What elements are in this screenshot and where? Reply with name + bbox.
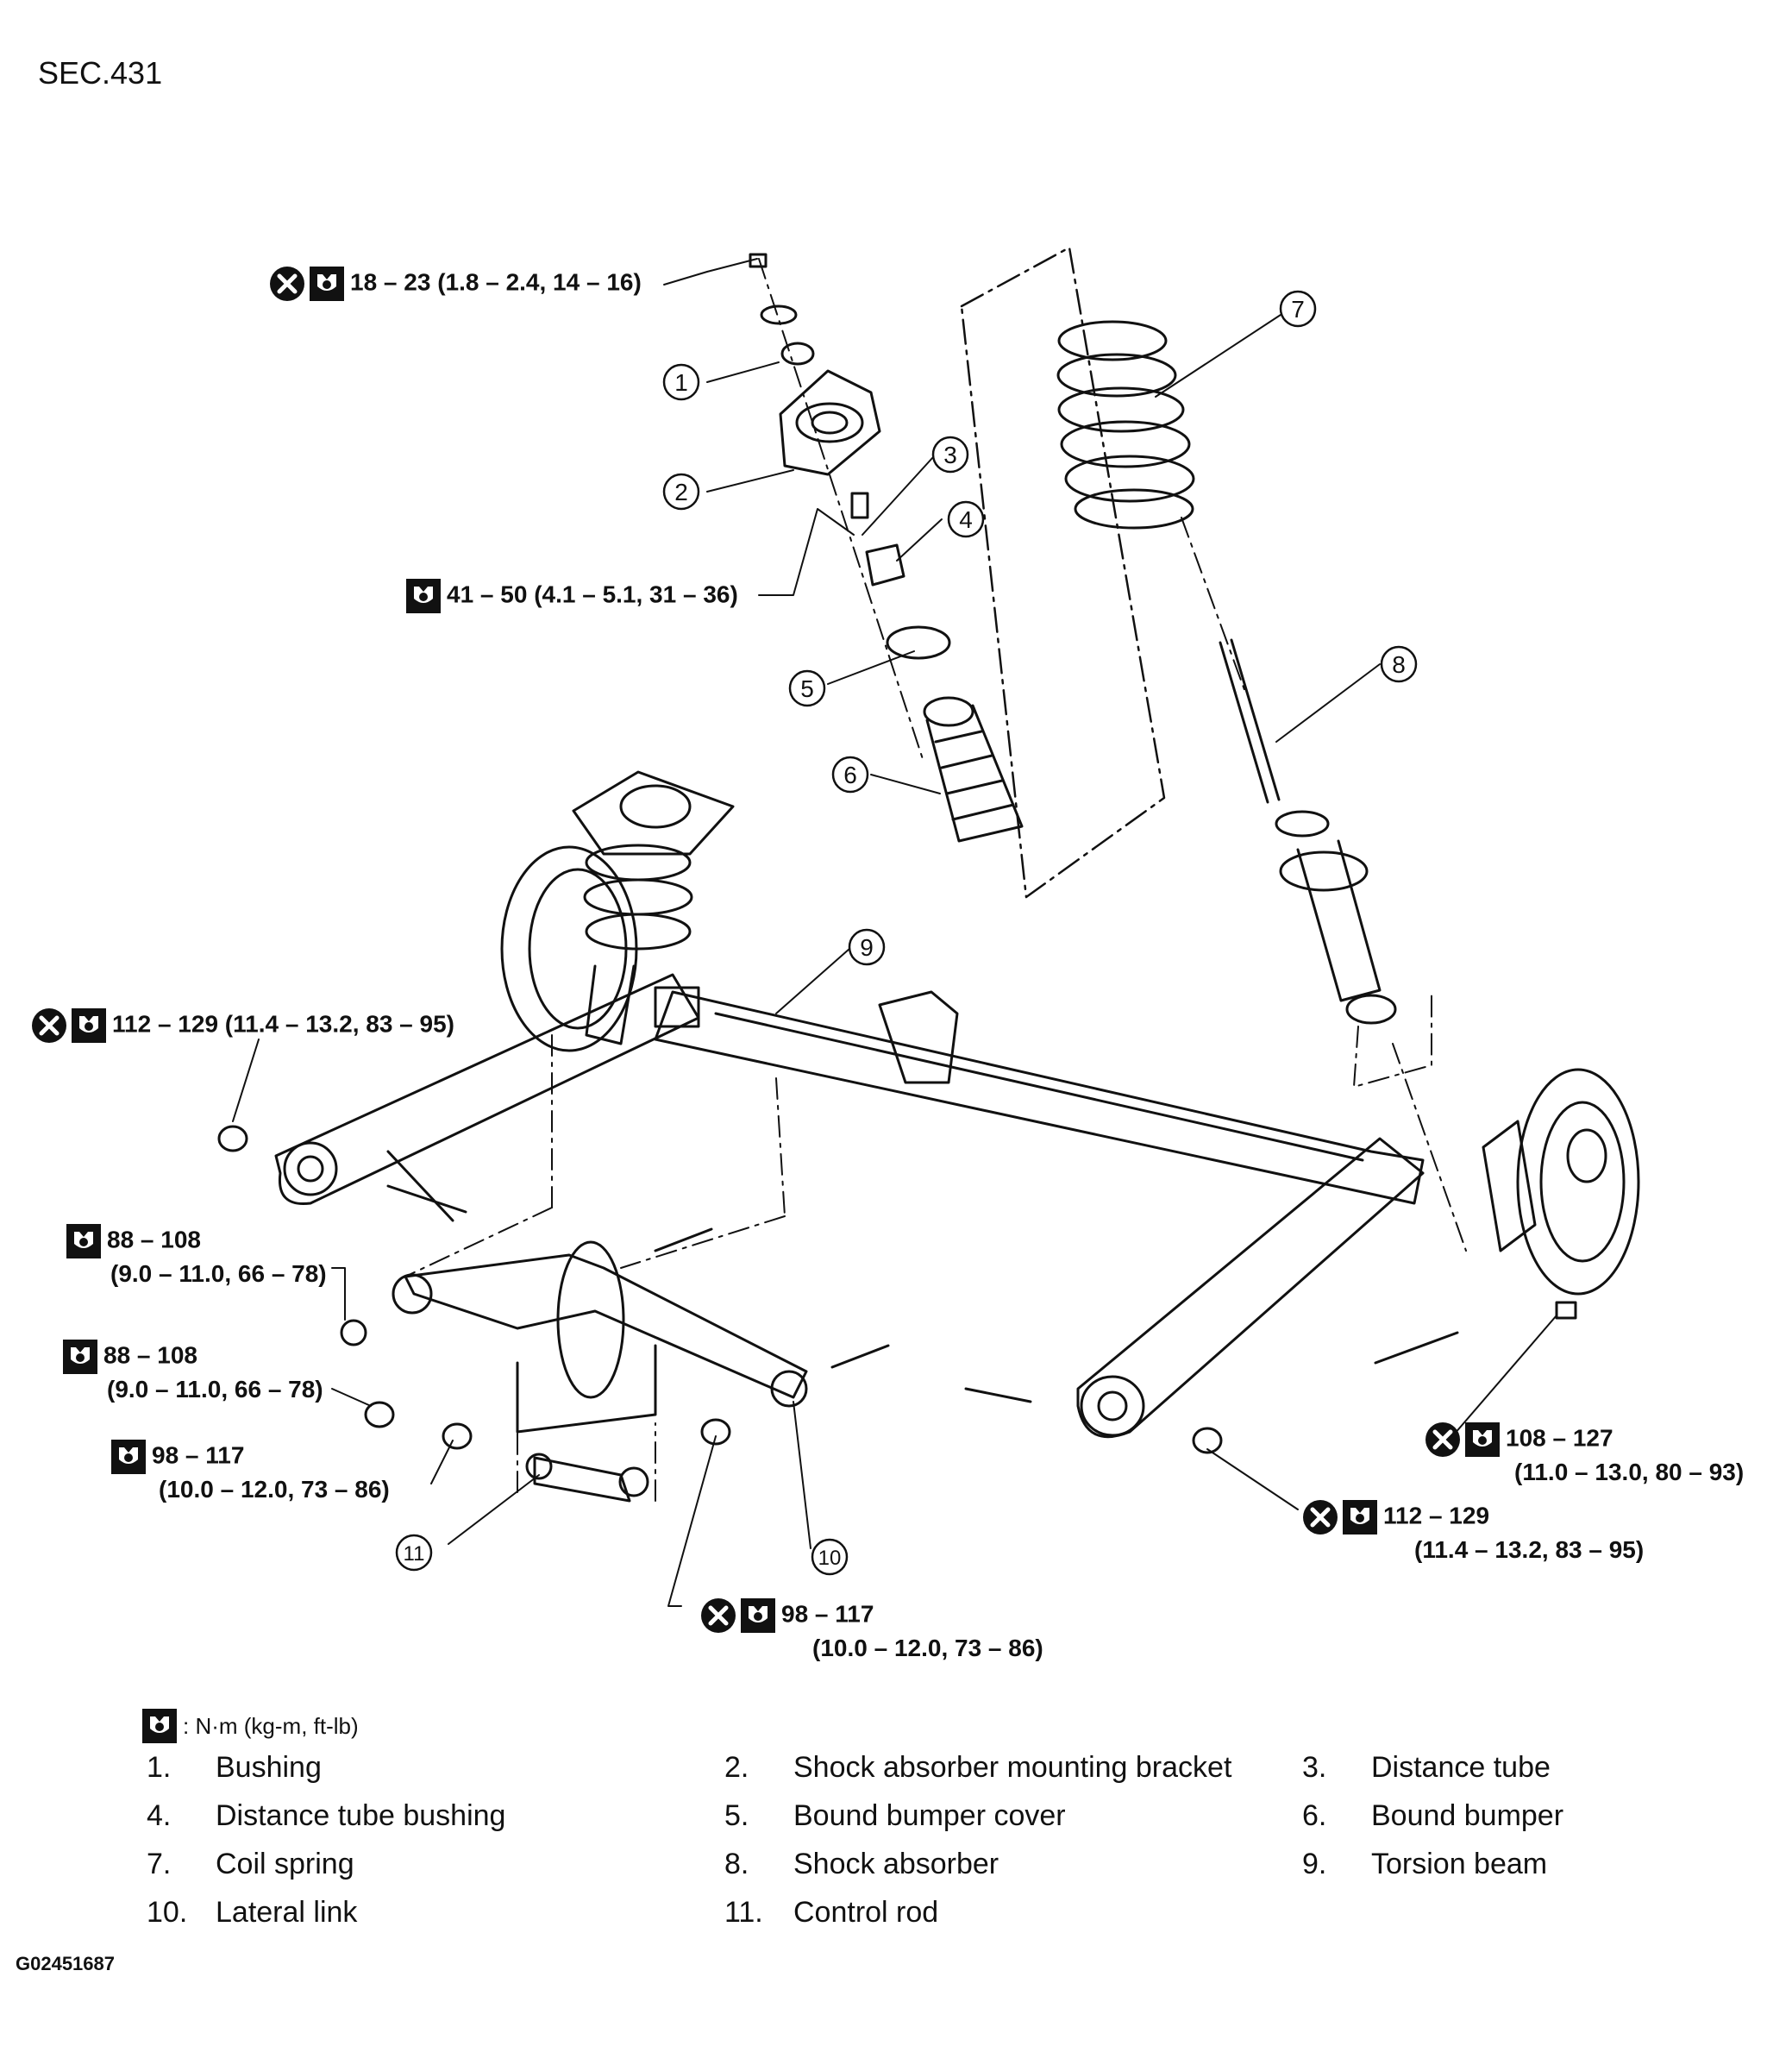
callout-9-text: 9 bbox=[860, 934, 874, 961]
torque-wrench-icon bbox=[71, 1007, 107, 1044]
torque-wrench-icon bbox=[66, 1223, 102, 1259]
legend-unit-text: : N·m (kg-m, ft-lb) bbox=[183, 1712, 359, 1739]
torque-spec-3: 112 – 129 (11.4 – 13.2, 83 – 95) bbox=[31, 1007, 454, 1044]
torque-spec-4: 88 – 108 (9.0 – 11.0, 66 – 78) bbox=[66, 1223, 327, 1289]
torque-value: 108 – 127 bbox=[1506, 1424, 1613, 1452]
part-item: 10.Lateral link bbox=[147, 1896, 358, 1929]
torque-wrench-icon bbox=[405, 578, 442, 614]
part-item: 6.Bound bumper bbox=[1302, 1799, 1564, 1832]
part-item: 4.Distance tube bushing bbox=[147, 1799, 506, 1832]
callout-6-text: 6 bbox=[843, 762, 857, 788]
part-item: 3.Distance tube bbox=[1302, 1751, 1551, 1784]
torque-spec-7: 98 – 117 (10.0 – 12.0, 73 – 86) bbox=[700, 1597, 1043, 1663]
torque-value-secondary: (10.0 – 12.0, 73 – 86) bbox=[812, 1635, 1043, 1661]
part-item: 8.Shock absorber bbox=[724, 1848, 999, 1880]
left-strut-assembly bbox=[500, 770, 735, 1052]
torque-value-secondary: (10.0 – 12.0, 73 – 86) bbox=[159, 1476, 390, 1503]
callout-8: 8 bbox=[1380, 645, 1418, 683]
torque-value: 88 – 108 bbox=[107, 1226, 201, 1253]
shock-absorber bbox=[1181, 517, 1467, 1252]
torque-spec-9: 112 – 129 (11.4 – 13.2, 83 – 95) bbox=[1302, 1499, 1644, 1565]
torque-wrench-icon bbox=[62, 1339, 98, 1375]
torque-spec-6: 98 – 117 (10.0 – 12.0, 73 – 86) bbox=[110, 1439, 390, 1504]
torque-wrench-icon bbox=[309, 266, 345, 302]
figure-code: G02451687 bbox=[16, 1953, 115, 1974]
part-item: 2.Shock absorber mounting bracket bbox=[724, 1751, 1232, 1784]
non-reusable-x-icon bbox=[31, 1007, 67, 1044]
callout-3: 3 bbox=[931, 436, 969, 474]
section-code: SEC.431 bbox=[38, 55, 163, 91]
torsion-beam bbox=[654, 990, 1425, 1205]
right-hub bbox=[1482, 1068, 1640, 1320]
torque-wrench-icon bbox=[1342, 1499, 1378, 1535]
callout-10-text: 10 bbox=[818, 1547, 842, 1570]
torque-value-secondary: (9.0 – 11.0, 66 – 78) bbox=[107, 1376, 323, 1403]
right-trailing-arm bbox=[964, 1137, 1459, 1454]
torque-value-secondary: (11.4 – 13.2, 83 – 95) bbox=[1414, 1536, 1645, 1563]
part-item: 5.Bound bumper cover bbox=[724, 1799, 1066, 1832]
callout-5-text: 5 bbox=[800, 675, 814, 702]
torque-value: 41 – 50 (4.1 – 5.1, 31 – 36) bbox=[447, 581, 738, 608]
spring-exploded-frame bbox=[960, 246, 1166, 899]
upper-mount-stack bbox=[749, 253, 1024, 843]
callout-3-text: 3 bbox=[943, 442, 957, 468]
callout-1-text: 1 bbox=[674, 369, 688, 396]
callout-5: 5 bbox=[788, 669, 826, 707]
torque-wrench-icon bbox=[110, 1439, 147, 1475]
part-item: 1.Bushing bbox=[147, 1751, 322, 1784]
callout-2: 2 bbox=[662, 473, 700, 511]
torque-value: 88 – 108 bbox=[103, 1341, 197, 1369]
non-reusable-x-icon bbox=[700, 1597, 736, 1634]
callout-10: 10 bbox=[811, 1538, 849, 1576]
torque-value: 18 – 23 (1.8 – 2.4, 14 – 16) bbox=[350, 268, 642, 296]
non-reusable-x-icon bbox=[1425, 1422, 1461, 1458]
callout-11: 11 bbox=[395, 1534, 433, 1572]
callout-7-text: 7 bbox=[1291, 296, 1305, 323]
torque-value: 112 – 129 (11.4 – 13.2, 83 – 95) bbox=[112, 1010, 455, 1038]
callout-4: 4 bbox=[947, 500, 985, 538]
torque-value: 98 – 117 bbox=[781, 1600, 874, 1628]
non-reusable-x-icon bbox=[269, 266, 305, 302]
left-trailing-arm bbox=[217, 973, 700, 1214]
lateral-link-assembly bbox=[340, 1150, 890, 1503]
callout-1: 1 bbox=[662, 363, 700, 401]
part-item: 9.Torsion beam bbox=[1302, 1848, 1548, 1880]
torque-value: 98 – 117 bbox=[152, 1441, 245, 1469]
torque-spec-1: 18 – 23 (1.8 – 2.4, 14 – 16) bbox=[269, 266, 642, 302]
callout-11-text: 11 bbox=[404, 1542, 425, 1566]
callout-6: 6 bbox=[831, 756, 869, 794]
torque-value-secondary: (11.0 – 13.0, 80 – 93) bbox=[1514, 1459, 1745, 1485]
callout-8-text: 8 bbox=[1392, 651, 1406, 678]
callout-9: 9 bbox=[848, 928, 886, 966]
coil-spring bbox=[1056, 320, 1195, 530]
torque-spec-2: 41 – 50 (4.1 – 5.1, 31 – 36) bbox=[405, 578, 738, 614]
callout-2-text: 2 bbox=[674, 479, 688, 505]
torque-wrench-icon bbox=[141, 1708, 178, 1744]
torque-wrench-icon bbox=[740, 1597, 776, 1634]
non-reusable-x-icon bbox=[1302, 1499, 1338, 1535]
part-item: 7.Coil spring bbox=[147, 1848, 354, 1880]
callout-4-text: 4 bbox=[959, 506, 973, 533]
part-item: 11.Control rod bbox=[724, 1896, 939, 1929]
torque-value-secondary: (9.0 – 11.0, 66 – 78) bbox=[110, 1260, 327, 1287]
torque-spec-8: 108 – 127 (11.0 – 13.0, 80 – 93) bbox=[1425, 1422, 1744, 1487]
callout-7: 7 bbox=[1279, 290, 1317, 328]
torque-spec-5: 88 – 108 (9.0 – 11.0, 66 – 78) bbox=[62, 1339, 323, 1404]
legend-unit-note: : N·m (kg-m, ft-lb) bbox=[141, 1708, 359, 1744]
torque-value: 112 – 129 bbox=[1383, 1502, 1490, 1529]
torque-wrench-icon bbox=[1464, 1422, 1501, 1458]
